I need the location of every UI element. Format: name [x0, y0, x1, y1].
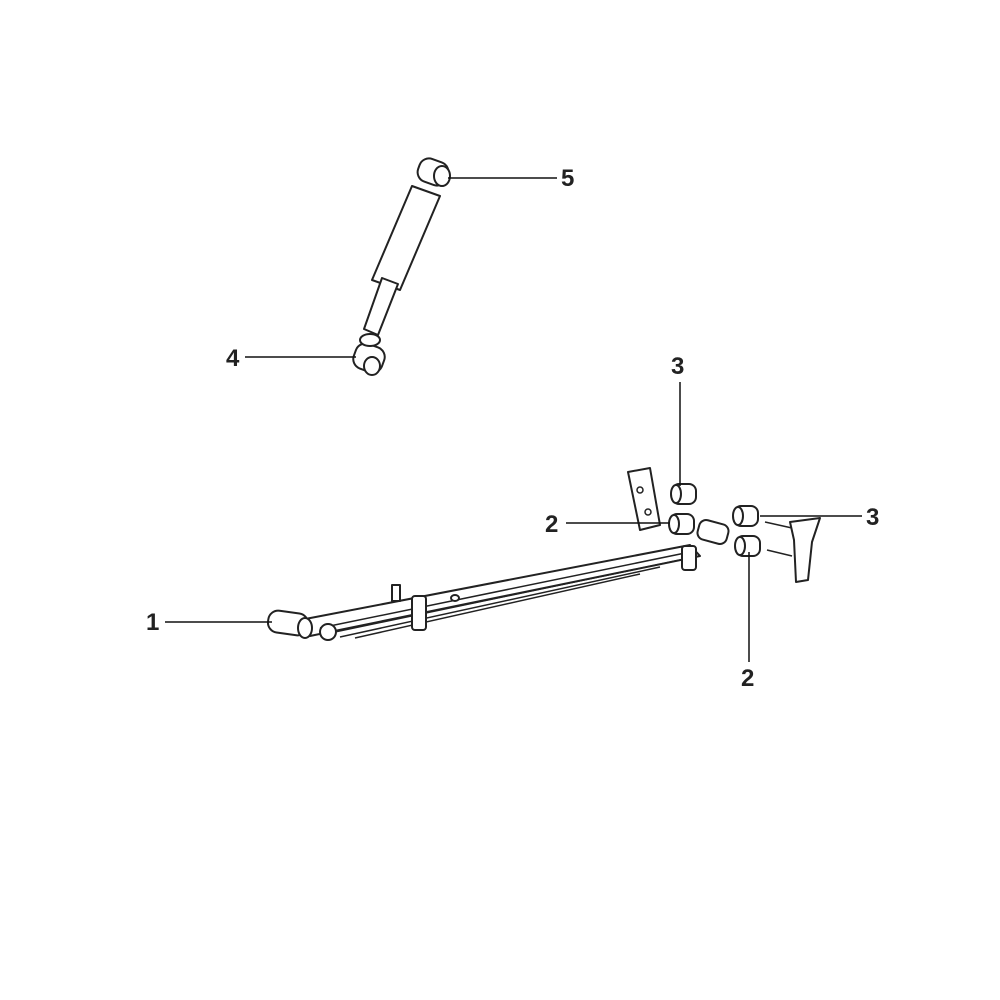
bushings [668, 483, 761, 557]
callout-2-bottom: 2 [741, 665, 755, 692]
hanger-bracket [627, 467, 661, 531]
shackle-plate [764, 517, 821, 583]
callout-3-upper: 3 [671, 353, 685, 380]
callout-1: 1 [146, 609, 160, 636]
shock-absorber [352, 157, 451, 376]
callout-3-right: 3 [866, 504, 880, 531]
callout-4: 4 [226, 345, 240, 372]
callout-2-left: 2 [545, 511, 559, 538]
leaf-spring [266, 544, 701, 641]
callout-5: 5 [561, 165, 575, 192]
